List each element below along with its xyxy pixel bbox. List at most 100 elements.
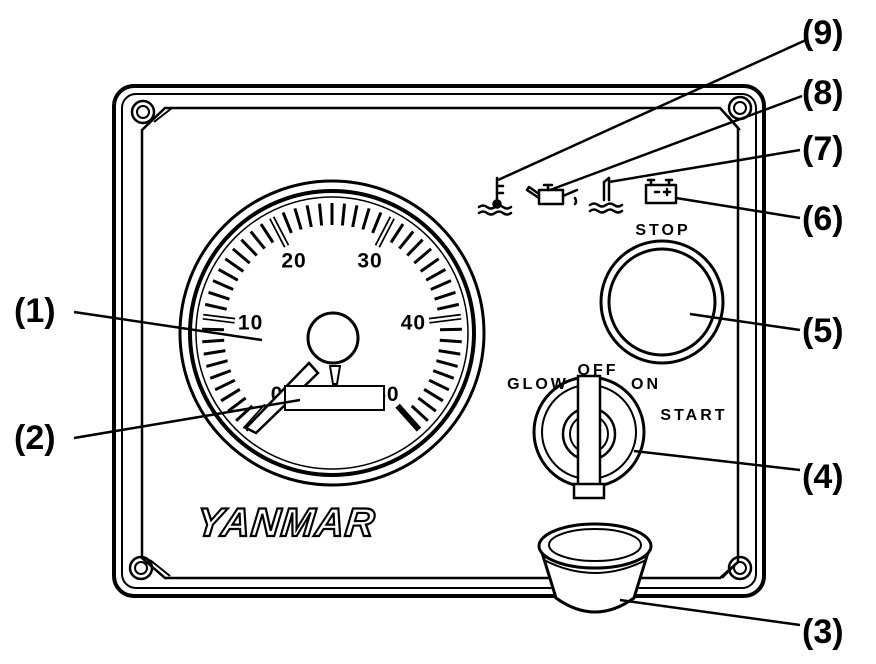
brand-logo: YANMAR	[194, 501, 377, 545]
scale-label-0: 0	[271, 383, 284, 406]
indicator-lamps	[477, 176, 678, 216]
major-tick-50	[395, 403, 422, 432]
minor-tick-8	[202, 338, 225, 344]
minor-tick-34	[413, 247, 433, 265]
panel-inner-border	[121, 93, 757, 589]
callout-labels: (1) (2) (3) (4) (5) (6) (7) (8) (9)	[14, 14, 844, 651]
minor-tick-2	[227, 396, 247, 413]
minor-tick-37	[430, 279, 452, 291]
switch-position-start: START	[660, 407, 727, 424]
key-switch-cap[interactable]	[537, 522, 653, 614]
mounting-screw-top-left	[130, 99, 156, 125]
leader-3	[619, 598, 801, 627]
tachometer: 0 10 20 30 40 50	[178, 179, 486, 487]
minor-tick-6	[206, 359, 228, 368]
minor-tick-33	[406, 238, 424, 257]
minor-tick-7	[203, 349, 226, 356]
minor-tick-36	[425, 268, 447, 282]
tachometer-needle	[243, 361, 320, 435]
callout-6: (6)	[802, 200, 844, 238]
minor-tick-43	[438, 349, 461, 356]
minor-tick-28	[361, 207, 371, 230]
panel-corner-bevel-tl	[153, 107, 173, 123]
minor-tick-3	[220, 388, 241, 403]
callout-leaders	[73, 38, 807, 627]
switch-position-on: ON	[631, 376, 661, 393]
leader-2	[73, 398, 301, 440]
minor-tick-45	[432, 369, 455, 380]
leader-7	[608, 148, 801, 184]
minor-tick-46	[428, 378, 450, 392]
oil-pressure-icon	[525, 183, 579, 206]
minor-tick-24	[318, 203, 324, 226]
leader-4	[633, 449, 801, 472]
key-switch-slot-cover	[576, 374, 602, 494]
leader-9	[497, 38, 807, 182]
minor-tick-9	[202, 327, 225, 332]
minor-tick-18	[249, 230, 266, 250]
minor-tick-27	[351, 205, 359, 228]
leader-1	[73, 310, 263, 342]
tachometer-scale-labels: 0 10 20 30 40 50	[238, 249, 426, 406]
minor-tick-49	[410, 404, 429, 422]
scale-label-10: 10	[238, 312, 263, 335]
callout-8: (8)	[802, 74, 844, 112]
mounting-screw-bottom-left	[128, 555, 154, 581]
key-switch[interactable]	[532, 374, 646, 500]
minor-tick-29	[371, 211, 383, 234]
callout-7: (7)	[802, 130, 844, 168]
mounting-screw-bottom-right	[727, 555, 753, 581]
minor-tick-32	[398, 230, 415, 250]
minor-tick-22	[293, 207, 303, 230]
minor-tick-13	[212, 279, 234, 291]
major-tick-core-20	[270, 217, 288, 247]
minor-tick-41	[439, 327, 462, 332]
scale-label-20: 20	[281, 249, 306, 272]
minor-tick-15	[224, 257, 245, 273]
minor-tick-16	[231, 247, 251, 265]
switch-position-off: OFF	[578, 362, 619, 379]
callout-1: (1)	[14, 292, 56, 330]
callout-4: (4)	[802, 458, 844, 496]
tachometer-bezel-inner	[188, 189, 476, 477]
minor-tick-42	[439, 338, 462, 344]
panel-face-outline	[140, 106, 740, 580]
scale-label-40: 40	[401, 312, 426, 335]
minor-tick-21	[281, 211, 293, 234]
needle-counterweight	[328, 365, 342, 385]
callout-3: (3)	[802, 613, 844, 651]
coolant-temperature-icon	[477, 176, 513, 216]
minor-tick-4	[214, 378, 236, 392]
panel-corner-bevel-bl	[149, 559, 171, 577]
panel-corner-bevel-tr	[727, 115, 741, 131]
minor-tick-26	[340, 203, 346, 226]
stop-button[interactable]	[599, 239, 725, 365]
stop-button-label: STOP	[635, 222, 690, 239]
switch-position-glow: GLOW	[507, 376, 569, 393]
minor-tick-31	[389, 223, 405, 244]
minor-tick-17	[240, 238, 258, 257]
minor-tick-19	[259, 223, 275, 244]
minor-tick-47	[423, 388, 444, 403]
seawater-flow-icon	[588, 176, 624, 214]
callout-2: (2)	[14, 419, 56, 457]
tachometer-bezel-outer	[178, 179, 486, 487]
minor-tick-5	[209, 369, 232, 380]
minor-tick-35	[419, 257, 440, 273]
minor-tick-23	[305, 205, 313, 228]
callout-9: (9)	[802, 14, 844, 52]
minor-tick-11	[204, 302, 228, 311]
panel-outer-border	[112, 84, 766, 598]
callout-5: (5)	[802, 312, 844, 350]
hour-meter-window	[284, 385, 385, 411]
minor-tick-39	[436, 302, 460, 311]
battery-charge-icon	[644, 178, 678, 205]
leader-5	[689, 312, 801, 332]
major-tick-core-10	[202, 315, 235, 322]
minor-tick-14	[217, 268, 239, 282]
instrument-panel	[112, 84, 766, 598]
minor-tick-12	[208, 290, 230, 301]
major-tick-core-40	[429, 315, 462, 322]
minor-tick-44	[436, 359, 458, 368]
